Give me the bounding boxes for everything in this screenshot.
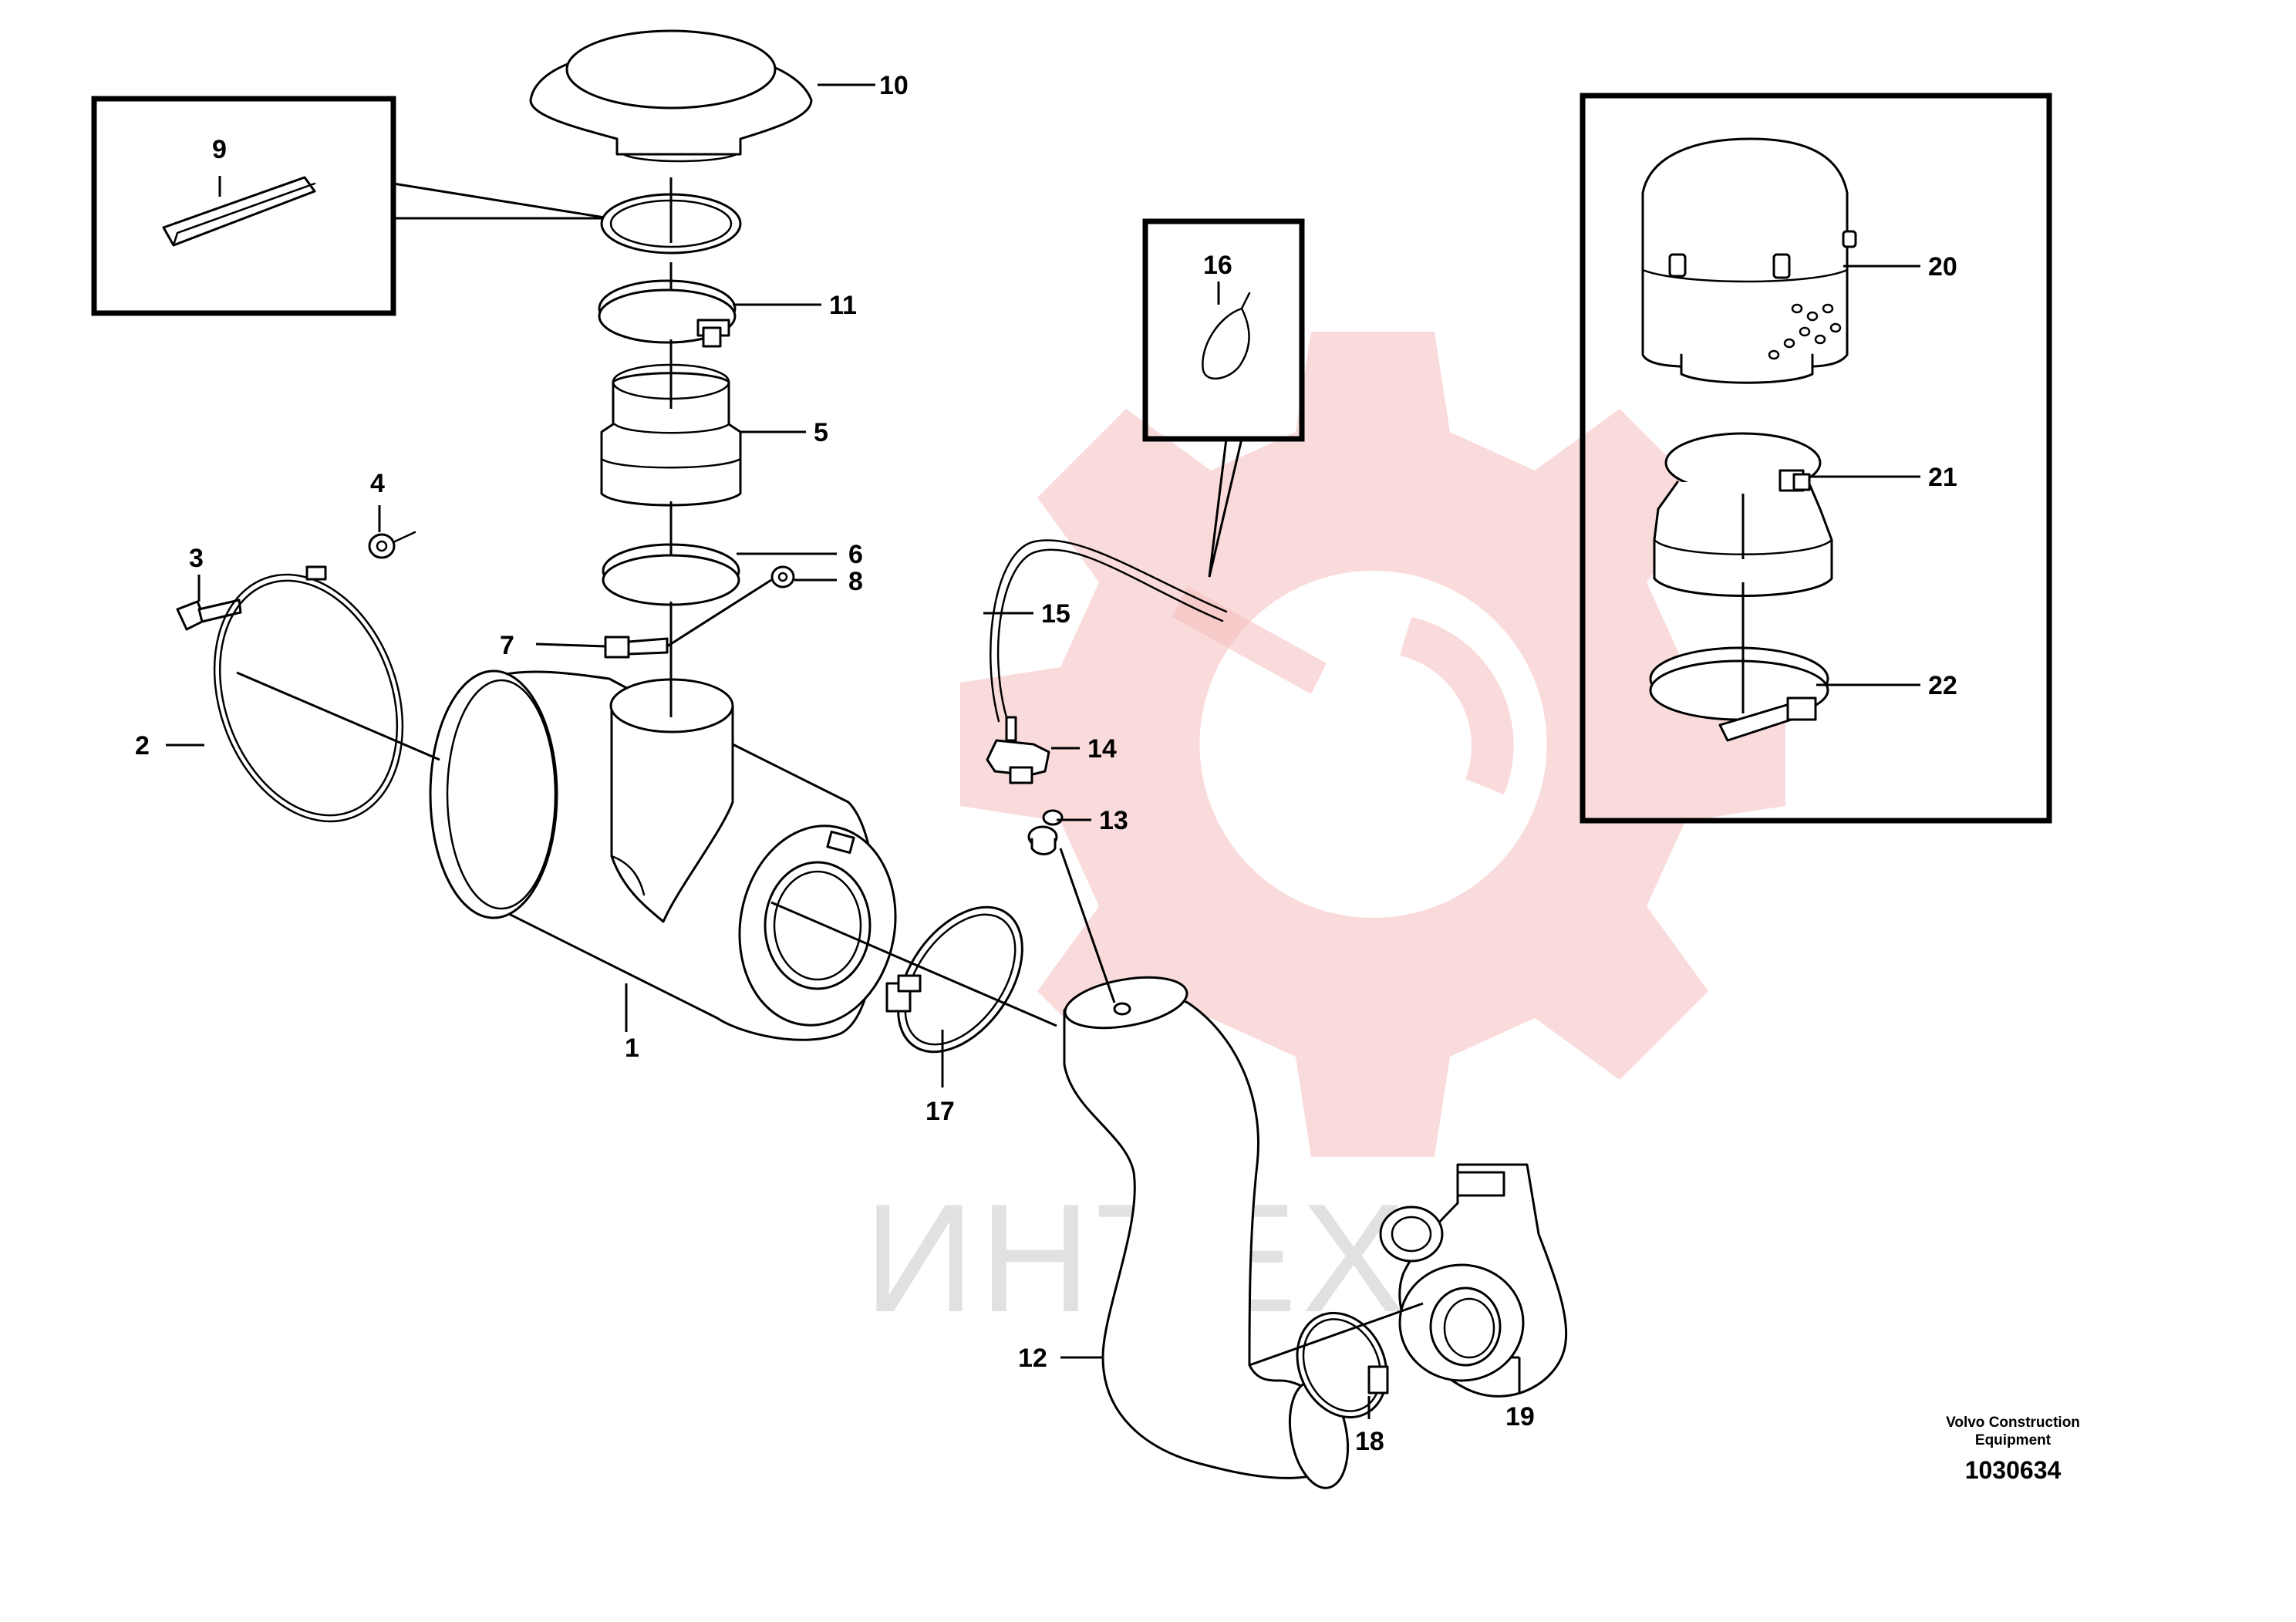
callout-10: 10 <box>879 71 909 100</box>
inset-box-cable-tie <box>1142 218 1305 578</box>
document-number: 1030634 <box>1965 1456 2062 1484</box>
callout-22: 22 <box>1928 671 1957 700</box>
callout-3: 3 <box>189 544 204 573</box>
callout-17: 17 <box>925 1097 955 1126</box>
bolt-part-3 <box>176 599 242 631</box>
callout-labels: 1 2 3 4 5 6 7 8 9 10 11 12 13 14 15 16 1… <box>135 71 1957 1456</box>
band-part-2 <box>213 565 404 823</box>
washer-part-4 <box>368 533 396 559</box>
callout-11: 11 <box>829 291 857 320</box>
callout-19: 19 <box>1505 1402 1535 1431</box>
callout-8: 8 <box>848 567 863 596</box>
elbow-hose-part-12 <box>1063 976 1349 1489</box>
turbo-housing-part-19 <box>1379 1163 1568 1398</box>
callout-4: 4 <box>370 469 385 498</box>
inset-box-clip <box>91 96 610 316</box>
credit-line-2: Equipment <box>1975 1432 2052 1448</box>
inset-box-precleaner <box>1580 93 2052 824</box>
callout-7: 7 <box>500 631 514 660</box>
callout-13: 13 <box>1099 806 1128 835</box>
precleaner-part-20 <box>1641 137 1857 384</box>
leader-lines <box>166 83 1920 1419</box>
bolt-part-7 <box>604 636 669 659</box>
cable-tie-part-16 <box>1202 307 1250 379</box>
callout-20: 20 <box>1928 252 1957 282</box>
air-cleaner-housing-part-1 <box>429 669 897 1041</box>
rain-cap-part-10 <box>529 29 813 163</box>
callout-12: 12 <box>1018 1344 1047 1373</box>
nut-part-8 <box>770 565 795 588</box>
callout-16: 16 <box>1203 251 1232 280</box>
callout-1: 1 <box>625 1034 639 1063</box>
clamp-part-6 <box>602 543 740 606</box>
sensor-part-14 <box>986 716 1050 784</box>
grommet-part-13 <box>1027 809 1064 855</box>
callout-18: 18 <box>1355 1427 1384 1456</box>
clamp-part-11 <box>598 279 737 348</box>
pipe-part-15 <box>990 539 1228 723</box>
callout-21: 21 <box>1928 463 1957 492</box>
callout-14: 14 <box>1087 734 1117 764</box>
callout-2: 2 <box>135 731 150 760</box>
credit-line-1: Volvo Construction <box>1946 1415 2080 1431</box>
callout-5: 5 <box>814 418 828 447</box>
callout-6: 6 <box>848 540 863 569</box>
watermark-gear-logo <box>960 332 1785 1157</box>
hose-clamp-part-17 <box>885 905 1023 1054</box>
callout-9: 9 <box>212 135 227 164</box>
callout-15: 15 <box>1041 599 1070 629</box>
clamp-part-22 <box>1649 646 1829 742</box>
